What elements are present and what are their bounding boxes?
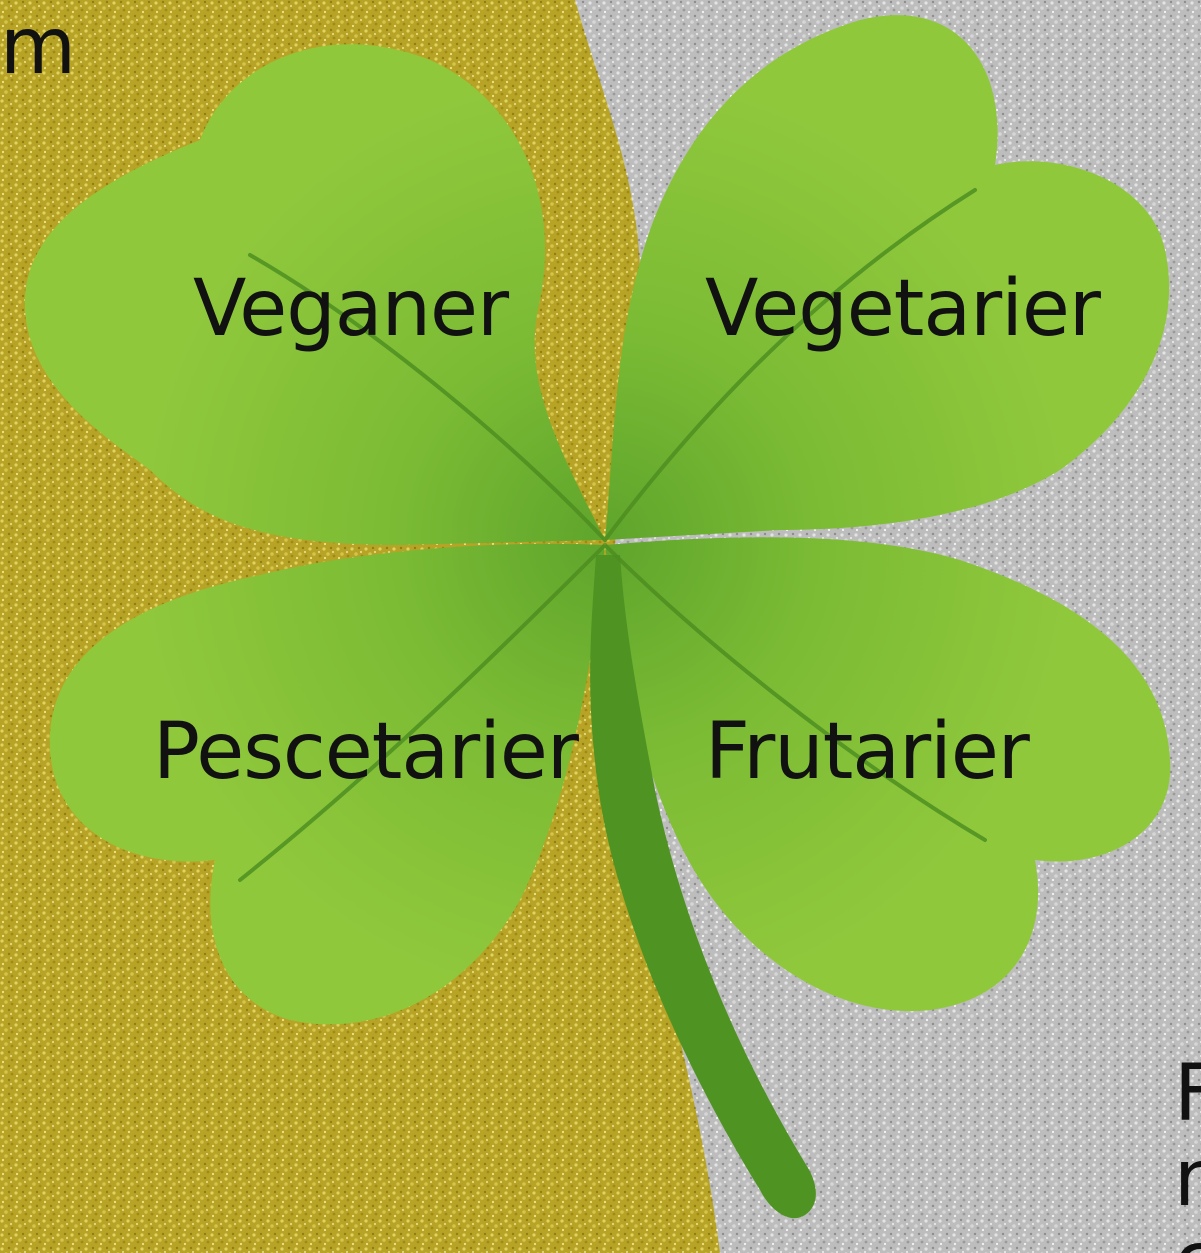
edge-text-bottom-right-3: c <box>1174 1222 1201 1253</box>
leaf-label-frutarier: Frutarier <box>705 713 1029 791</box>
leaf-label-veganer: Veganer <box>193 270 508 348</box>
edge-text-bottom-right-1: F <box>1174 1055 1201 1133</box>
edge-text-bottom-right-2: n <box>1174 1140 1201 1218</box>
leaf-label-vegetarier: Vegetarier <box>705 270 1100 348</box>
edge-text-top-left: m <box>0 8 76 86</box>
leaf-label-pescetarier: Pescetarier <box>153 713 578 791</box>
